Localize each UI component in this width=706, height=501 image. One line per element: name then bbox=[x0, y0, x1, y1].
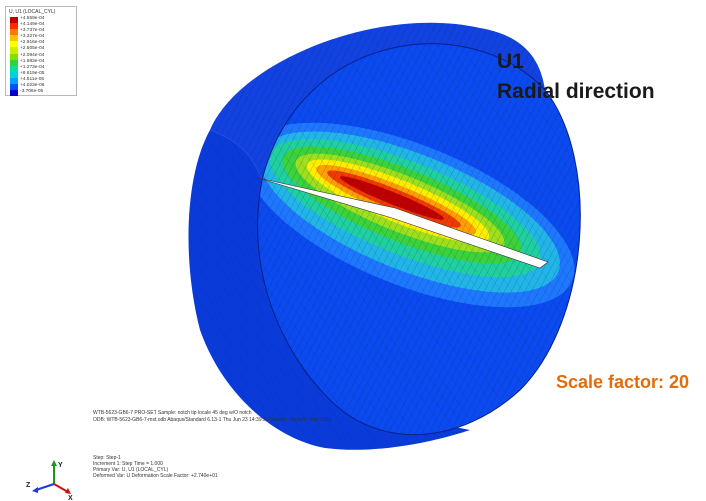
legend-value: +4.023e-06 bbox=[20, 83, 45, 89]
legend-swatch bbox=[10, 29, 18, 36]
legend-title: U, U1 (LOCAL_CYL) bbox=[9, 9, 56, 15]
scale-factor-label: Scale factor: 20 bbox=[556, 372, 690, 392]
legend-swatch bbox=[10, 35, 18, 42]
legend-value: +4.511e-05 bbox=[20, 76, 45, 82]
legend-swatch bbox=[10, 47, 18, 54]
odb-info-line: ODB: WTB-5623-GB6-7-mst.odb Abaqus/Stand… bbox=[93, 417, 332, 423]
legend-color-bar bbox=[10, 17, 18, 97]
legend-value-labels: +4.559e-04+4.149e-04+3.737e-04+3.327e-04… bbox=[20, 16, 44, 95]
deformed-var-info: Deformed Var: U Deformation Scale Factor… bbox=[93, 473, 218, 479]
legend-value: +1.273e-04 bbox=[20, 64, 45, 70]
direction-label: Radial direction bbox=[497, 80, 655, 103]
legend-swatch bbox=[10, 71, 18, 78]
model-info-line: WTB-5623-GB6-7 PRO-SET Sample: notch tip… bbox=[93, 410, 252, 416]
legend-swatch bbox=[10, 53, 18, 60]
legend-value: +2.094e-04 bbox=[20, 52, 45, 58]
legend-swatch bbox=[10, 59, 18, 66]
legend-swatch bbox=[10, 23, 18, 30]
legend-swatch bbox=[10, 77, 18, 85]
legend-swatch bbox=[10, 90, 18, 97]
legend-value: +8.619e-05 bbox=[20, 70, 45, 76]
increment-info: Increment 1: Step Time = 1.000 bbox=[93, 461, 163, 467]
axis-triad: Y Z X bbox=[26, 460, 73, 500]
component-label: U1 bbox=[497, 50, 524, 73]
step-info: Step: Step-1 bbox=[93, 455, 121, 461]
legend-value: +4.559e-04 bbox=[20, 16, 45, 21]
contour-legend: U, U1 (LOCAL_CYL) +4.559e-04+4.149e-04+3… bbox=[5, 6, 77, 97]
legend-value: +2.916e-04 bbox=[20, 40, 45, 46]
triad-z-label: Z bbox=[26, 482, 31, 489]
legend-value: +1.683e-04 bbox=[20, 58, 45, 64]
legend-value: -3.706e-05 bbox=[20, 89, 44, 95]
legend-value: +3.327e-04 bbox=[20, 34, 45, 40]
legend-swatch bbox=[10, 84, 18, 91]
triad-y-label: Y bbox=[58, 462, 63, 469]
primary-var-info: Primary Var: U, U1 (LOCAL_CYL) bbox=[93, 467, 169, 473]
legend-value: +4.149e-04 bbox=[20, 22, 45, 28]
triad-x-label: X bbox=[68, 495, 73, 500]
legend-swatch bbox=[10, 17, 18, 24]
legend-swatch bbox=[10, 65, 18, 72]
legend-value: +2.505e-04 bbox=[20, 46, 45, 52]
legend-value: +3.737e-04 bbox=[20, 28, 45, 34]
legend-swatch bbox=[10, 41, 18, 48]
notch-crack bbox=[257, 177, 549, 269]
